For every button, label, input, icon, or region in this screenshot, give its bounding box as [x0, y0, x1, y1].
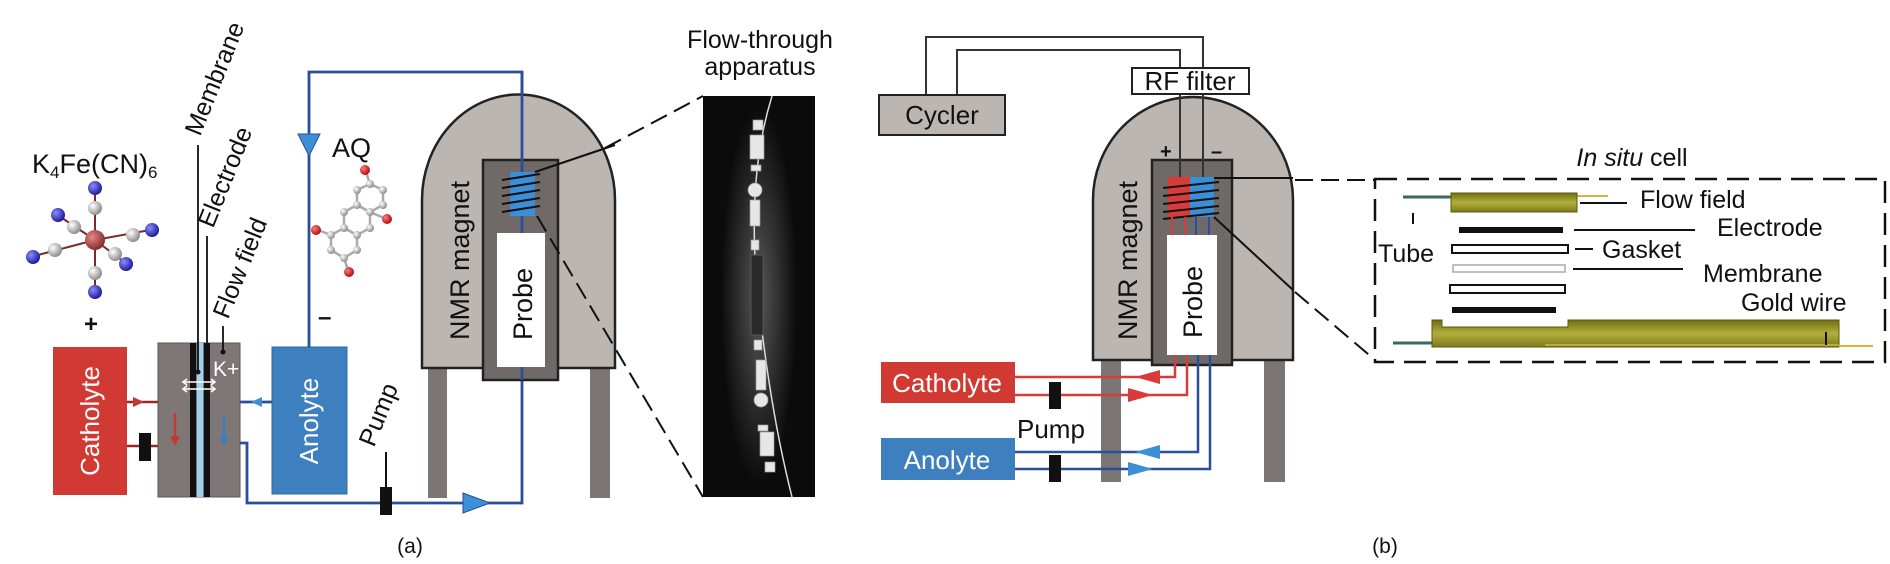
zoom-connector-lines: [534, 95, 704, 498]
nmr-magnet: [420, 93, 617, 498]
inset-frame: [1373, 177, 1887, 364]
flow-through-apparatus-photo: [703, 95, 815, 498]
anolyte-pump-b-icon: [1049, 455, 1061, 482]
electrode-part: [1459, 227, 1563, 233]
panel-b: Cycler RF filter + –: [878, 36, 1887, 558]
catholyte-pump-icon: [139, 433, 151, 461]
anolyte-return-arrow-icon: [1135, 445, 1160, 459]
gasket-part-2: [1449, 284, 1566, 294]
anolyte-tubing-b: [1015, 355, 1212, 471]
nmr-magnet-label: NMR magnet: [445, 180, 475, 340]
apparatus-title-line2: apparatus: [704, 53, 815, 81]
rf-wires: [1179, 94, 1204, 180]
inset-title: In situ cell: [1576, 144, 1687, 172]
cycler-box: [878, 94, 1006, 136]
panel-b-caption: (b): [1372, 535, 1398, 558]
inset-connector-lines: [1213, 177, 1376, 361]
electrode-label-b: Electrode: [1717, 214, 1823, 242]
flow-right-arrow-icon: [462, 492, 492, 514]
cycler-wires: [925, 36, 1204, 95]
panel-a: K4Fe(CN)6 + Catholyte: [26, 18, 833, 558]
panel-a-caption: (a): [397, 535, 423, 558]
catholyte-supply-arrow-icon: [1128, 388, 1153, 402]
catholyte-return-arrow-icon: [1135, 370, 1160, 384]
catholyte-flow-arrow-icon: [133, 397, 144, 407]
down-arrow-blue-icon: [219, 436, 229, 446]
ferrocyanide-formula: K4Fe(CN)6: [32, 149, 157, 182]
flow-direction-down-arrow-icon: [297, 133, 321, 158]
nmr-magnet-label-b: NMR magnet: [1113, 180, 1143, 340]
flow-field-part: [1450, 192, 1578, 213]
membrane-pointer-dot-icon: [195, 369, 201, 375]
tube-label: Tube: [1378, 240, 1434, 268]
pump-label-b: Pump: [1017, 414, 1085, 444]
dual-rf-coil-icon: [1162, 177, 1220, 235]
membrane-part: [1452, 264, 1566, 273]
membrane-label-b: Membrane: [1703, 260, 1823, 288]
rf-coil-icon: [501, 172, 541, 216]
magnet-leg-left: [1101, 360, 1121, 482]
membrane-label: Membrane: [180, 18, 251, 139]
potassium-ion-label: K+: [213, 358, 239, 381]
flow-cell: [157, 342, 241, 498]
cell-leader-lines: [197, 145, 224, 372]
anolyte-label-b: Anolyte: [904, 445, 991, 475]
down-arrow-red-icon: [170, 436, 180, 446]
anthraquinone-molecule-icon: [311, 165, 392, 277]
anolyte-tank-b: [881, 438, 1015, 480]
anolyte-tank: [271, 346, 348, 495]
cell-exploded-view: [1393, 192, 1873, 348]
ferrocyanide-molecule-icon: [26, 181, 159, 299]
gold-wire-label: Gold wire: [1741, 289, 1847, 317]
gasket-label: Gasket: [1602, 236, 1681, 264]
probe-label: Probe: [508, 268, 538, 340]
flow-field-base-part: [1431, 319, 1840, 348]
anthraquinone-label: AQ: [332, 133, 371, 163]
catholyte-tank: [53, 347, 127, 495]
flow-field-label-b: Flow field: [1640, 186, 1746, 214]
plus-terminal: +: [1160, 141, 1172, 163]
minus-terminal: –: [1211, 141, 1222, 163]
apparatus-title-line1: Flow-through: [687, 26, 833, 54]
cycler-label: Cycler: [905, 100, 979, 130]
catholyte-pump-b-icon: [1049, 382, 1061, 409]
probe-label-b: Probe: [1178, 266, 1208, 338]
rf-filter-label: RF filter: [1145, 66, 1236, 96]
minus-sign: –: [318, 304, 331, 331]
anolyte-label: Anolyte: [294, 378, 324, 465]
flow-left-arrow-icon: [251, 397, 262, 407]
ion-exchange-arrows-icon: [181, 378, 217, 393]
pump-label: Pump: [354, 379, 404, 450]
catholyte-tubing-b: [1015, 355, 1189, 397]
electrode-part-2: [1452, 307, 1556, 313]
gasket-part: [1451, 244, 1569, 254]
inset-leader-lines: [1412, 202, 1827, 345]
plus-sign: +: [84, 311, 98, 338]
anolyte-pump-icon: [380, 487, 392, 515]
catholyte-label-b: Catholyte: [892, 368, 1002, 398]
catholyte-label: Catholyte: [75, 366, 105, 476]
magnet-leg-right: [1264, 360, 1285, 482]
anolyte-supply-arrow-icon: [1128, 462, 1153, 476]
rf-filter-box: [1131, 67, 1250, 95]
catholyte-tank-b: [881, 362, 1015, 403]
flow-field-pointer-dot-icon: [220, 349, 226, 355]
probe-body-b: [1167, 235, 1217, 355]
